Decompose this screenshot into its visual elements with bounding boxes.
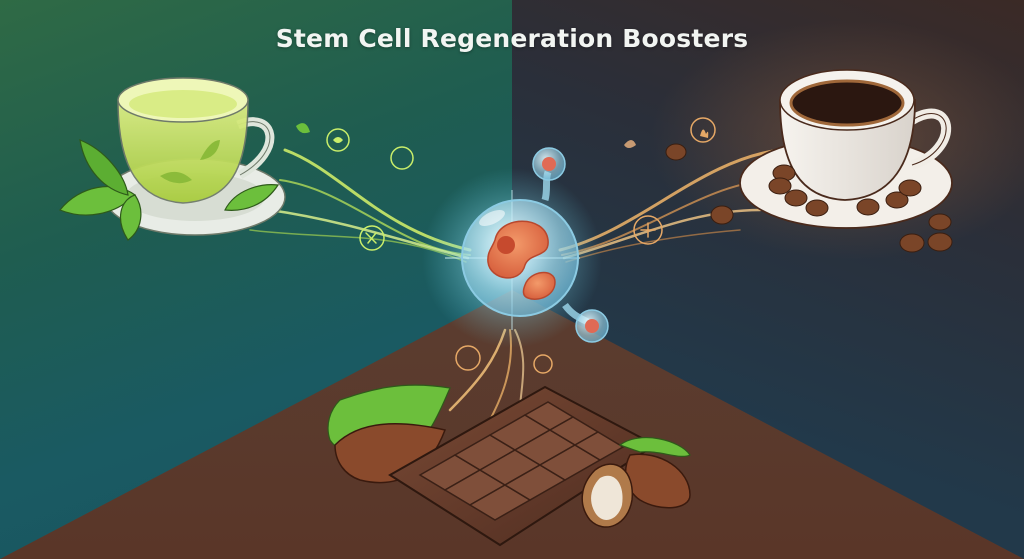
page-title: Stem Cell Regeneration Boosters — [275, 24, 749, 53]
stem-cell-icon — [422, 147, 609, 348]
floating-coffee-beans — [624, 140, 734, 225]
floating-leaf-icon — [296, 123, 310, 134]
coffee-beans — [768, 164, 953, 253]
chocolate-bar-icon — [388, 385, 657, 547]
cacao-pod-open — [581, 437, 691, 528]
cacao-pod-left — [327, 384, 451, 484]
tea-leaves — [59, 139, 280, 241]
